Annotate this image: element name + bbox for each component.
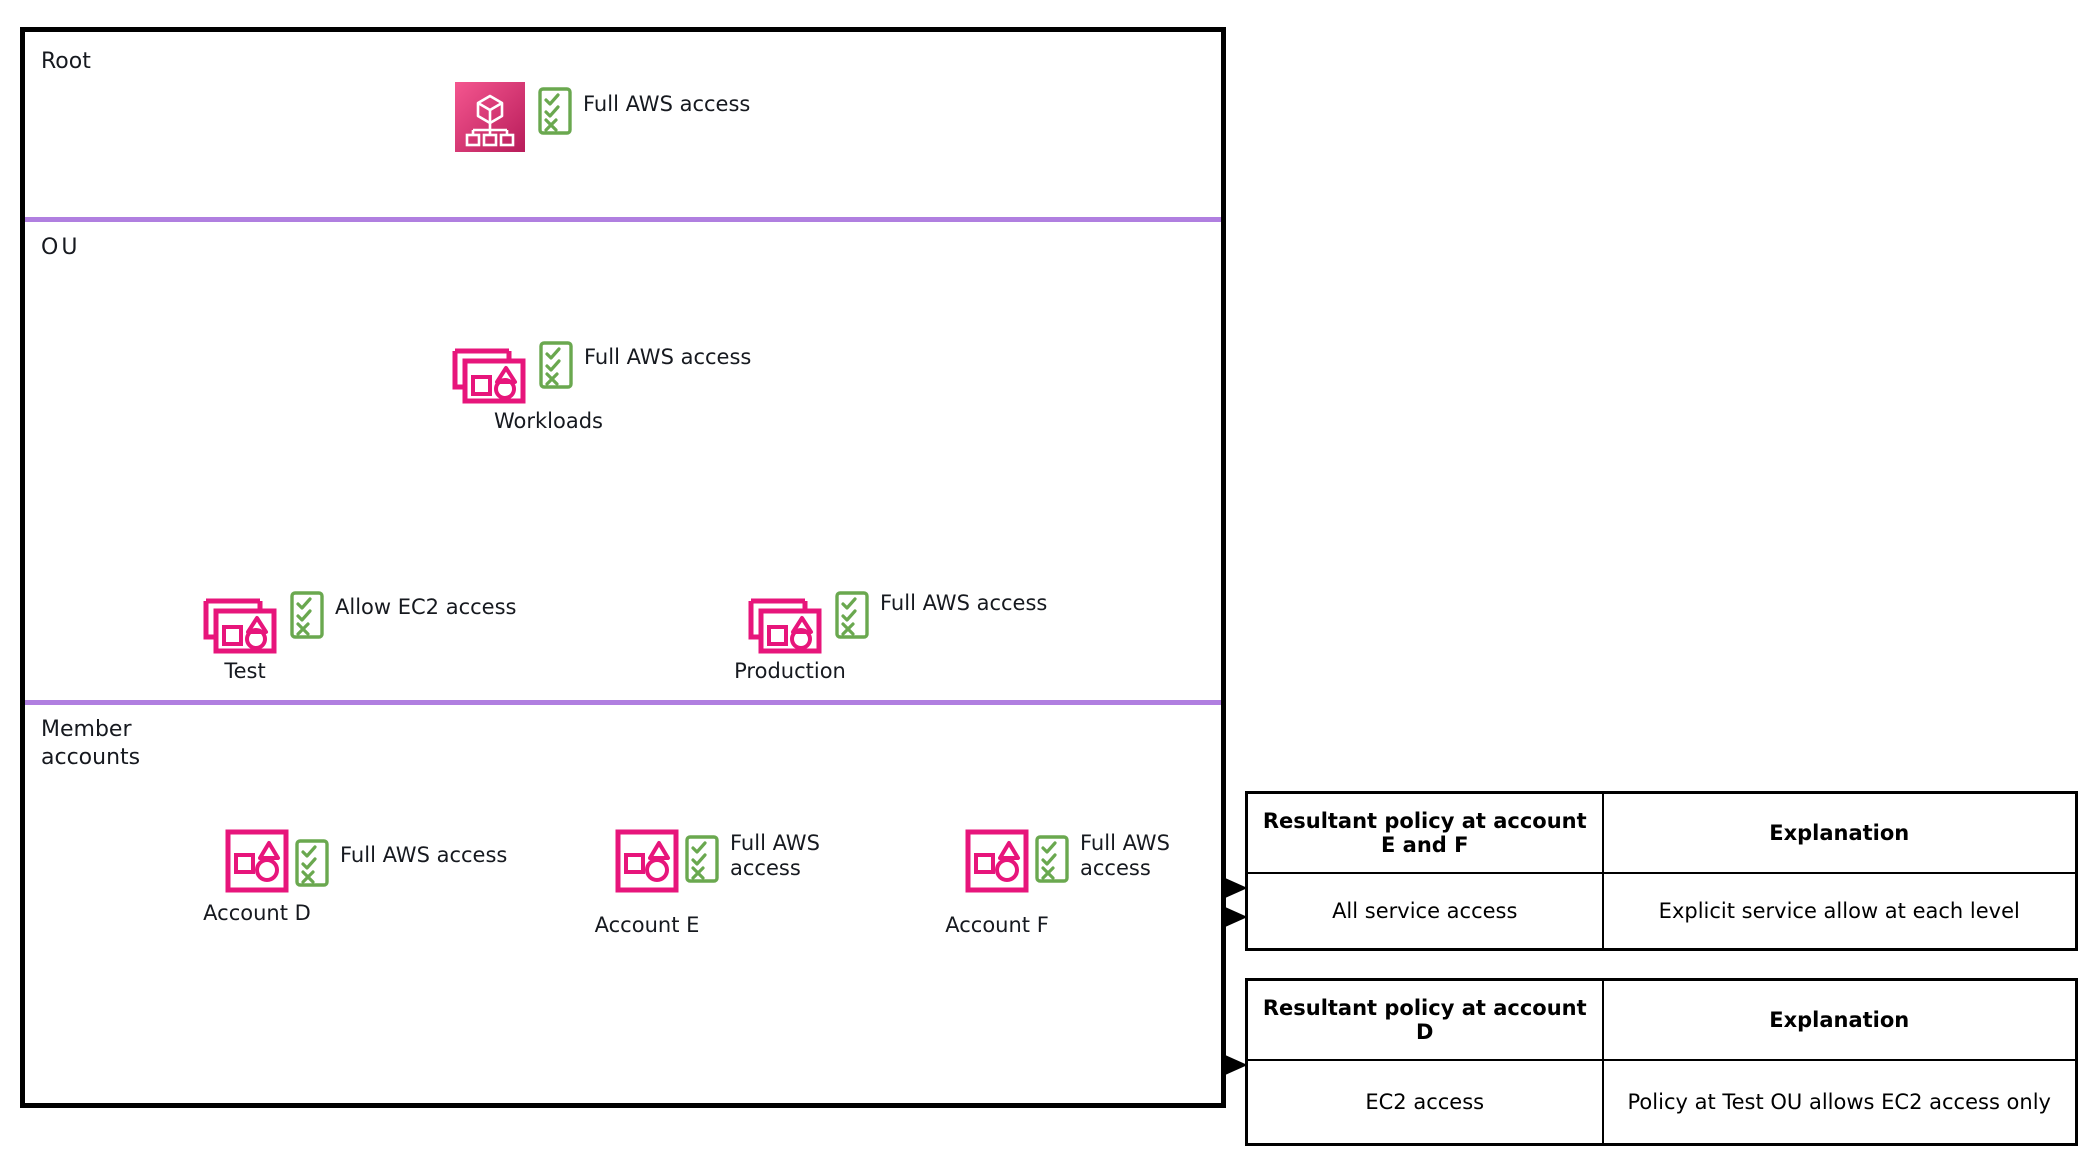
table-header-cell: Resultant policy at account E and F (1245, 791, 1604, 874)
band-divider-ou (25, 217, 1221, 222)
table-header-cell: Resultant policy at account D (1245, 978, 1604, 1061)
table-header-cell: Explanation (1601, 791, 2078, 874)
organizational-unit-icon (452, 348, 526, 404)
node-caption-workloads: Workloads (494, 409, 603, 433)
aws-organizations-icon (455, 82, 525, 152)
resultant-policy-table-ef: Resultant policy at account E and F Expl… (1245, 791, 2078, 951)
aws-account-icon (225, 829, 289, 893)
aws-account-icon (965, 829, 1029, 893)
table-cell: Policy at Test OU allows EC2 access only (1601, 1059, 2078, 1146)
policy-label-workloads: Full AWS access (584, 345, 752, 369)
node-account-d[interactable]: Full AWS access Account D (203, 829, 508, 925)
aws-account-icon (615, 829, 679, 893)
table-header-cell: Explanation (1601, 978, 2078, 1061)
table-row: All service access Explicit service allo… (1245, 872, 2078, 951)
policy-label-test: Allow EC2 access (335, 595, 517, 619)
node-production-ou[interactable]: Full AWS access Production (734, 579, 1048, 683)
policy-label-account-d: Full AWS access (340, 843, 508, 867)
node-caption-test: Test (224, 659, 266, 683)
band-label-root: Root (41, 49, 91, 74)
table-row: Resultant policy at account D Explanatio… (1245, 978, 2078, 1061)
table-cell: EC2 access (1245, 1059, 1604, 1146)
policy-label-account-f: Full AWS access (1080, 831, 1170, 880)
node-account-f[interactable]: Full AWS access Account F (945, 829, 1176, 937)
table-cell: All service access (1245, 872, 1604, 951)
table-row: Resultant policy at account E and F Expl… (1245, 791, 2078, 874)
policy-label-account-e: Full AWS access (730, 831, 820, 880)
organization-container: Root OU Member accounts (20, 27, 1226, 1108)
node-caption-account-f: Account F (945, 913, 1049, 937)
node-workloads-ou[interactable]: Full AWS access Workloads (449, 329, 752, 433)
policy-label-root: Full AWS access (583, 92, 751, 116)
organizational-unit-icon (748, 598, 822, 654)
table-cell: Explicit service allow at each level (1601, 872, 2078, 951)
policy-checklist-icon (295, 839, 329, 887)
node-test-ou[interactable]: Allow EC2 access Test (200, 579, 517, 683)
policy-checklist-icon (835, 591, 869, 639)
node-caption-production: Production (734, 659, 846, 683)
band-label-ou: OU (41, 235, 81, 260)
policy-label-production: Full AWS access (880, 591, 1048, 615)
policy-checklist-icon (538, 87, 572, 135)
table-row: EC2 access Policy at Test OU allows EC2 … (1245, 1059, 2078, 1146)
node-caption-account-e: Account E (594, 913, 700, 937)
organizational-unit-icon (203, 598, 277, 654)
band-label-member: Member accounts (41, 717, 141, 770)
policy-checklist-icon (685, 835, 719, 883)
policy-checklist-icon (539, 341, 573, 389)
node-caption-account-d: Account D (203, 901, 311, 925)
node-root[interactable]: Full AWS access (455, 82, 750, 152)
policy-checklist-icon (1035, 835, 1069, 883)
resultant-policy-table-d: Resultant policy at account D Explanatio… (1245, 978, 2078, 1146)
band-divider-member (25, 700, 1221, 705)
node-account-e[interactable]: Full AWS access Account E (595, 829, 826, 937)
policy-checklist-icon (290, 591, 324, 639)
